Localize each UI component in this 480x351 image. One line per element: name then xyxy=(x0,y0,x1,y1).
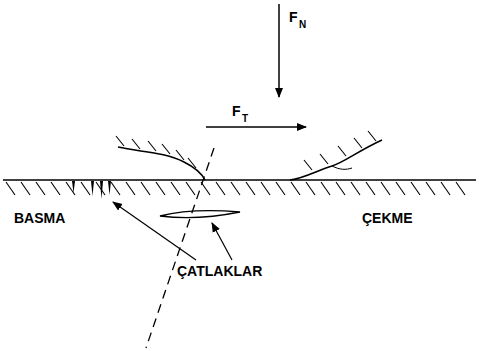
hatch-stroke xyxy=(132,139,140,149)
subsurface-crack xyxy=(160,211,240,218)
hatch-stroke xyxy=(171,182,180,195)
lower-surface xyxy=(3,179,476,181)
hatch-stroke xyxy=(246,182,255,195)
hatch-stroke xyxy=(188,158,196,168)
hatch-stroke xyxy=(51,182,60,195)
hatch-stroke xyxy=(304,160,312,170)
text-label: F xyxy=(232,104,241,118)
hatch-stroke xyxy=(456,182,465,195)
hatch-stroke xyxy=(66,182,75,195)
hatch-stroke xyxy=(126,182,135,195)
text-label: BASMA xyxy=(14,211,65,225)
hatch-stroke xyxy=(261,182,270,195)
normal-force-arrow xyxy=(278,4,280,97)
hatch-stroke xyxy=(116,136,124,146)
hatch-stroke xyxy=(321,182,330,195)
hatch-stroke xyxy=(291,182,300,195)
hatch-stroke xyxy=(396,182,405,195)
hatch-stroke xyxy=(231,182,240,195)
hatch-stroke xyxy=(111,182,120,195)
upper-body-outline xyxy=(290,140,382,180)
force-subscript: N xyxy=(299,20,306,30)
dashed-line xyxy=(146,148,214,348)
tangential-force-arrow xyxy=(206,126,306,128)
hatch-stroke xyxy=(156,182,165,195)
hatch-stroke xyxy=(306,182,315,195)
text-label: ÇEKME xyxy=(362,211,413,225)
force-subscript: T xyxy=(242,114,248,124)
text-label: ÇATLAKLAR xyxy=(177,264,262,278)
hatch-stroke xyxy=(336,182,345,195)
hatch-stroke xyxy=(276,182,285,195)
hatch-stroke xyxy=(354,138,362,148)
hatch-stroke xyxy=(320,154,328,164)
hatch-stroke xyxy=(411,182,420,195)
hatch-stroke xyxy=(338,146,346,156)
hatch-stroke xyxy=(186,182,195,195)
hatch-stroke xyxy=(368,131,376,141)
surface-hatching xyxy=(6,182,465,195)
hatch-stroke xyxy=(351,182,360,195)
text-label: F xyxy=(289,10,298,24)
hatch-stroke xyxy=(441,182,450,195)
hatch-stroke xyxy=(36,182,45,195)
hatch-stroke xyxy=(426,182,435,195)
upper-body-outline xyxy=(118,147,205,180)
leader-arrow xyxy=(113,202,196,260)
hatch-stroke xyxy=(21,182,30,195)
hatch-stroke xyxy=(141,182,150,195)
hatch-stroke xyxy=(381,182,390,195)
hatch-stroke xyxy=(148,141,156,151)
hatch-stroke xyxy=(162,144,170,154)
hatch-stroke xyxy=(6,182,15,195)
hatch-stroke xyxy=(81,182,90,195)
hatch-stroke xyxy=(176,150,184,160)
hatch-stroke xyxy=(366,182,375,195)
hatch-stroke xyxy=(216,182,225,195)
tensile-crack xyxy=(332,166,352,169)
leader-arrow xyxy=(212,223,232,260)
compression-cracks xyxy=(72,181,111,199)
upper-hatching xyxy=(116,131,376,170)
